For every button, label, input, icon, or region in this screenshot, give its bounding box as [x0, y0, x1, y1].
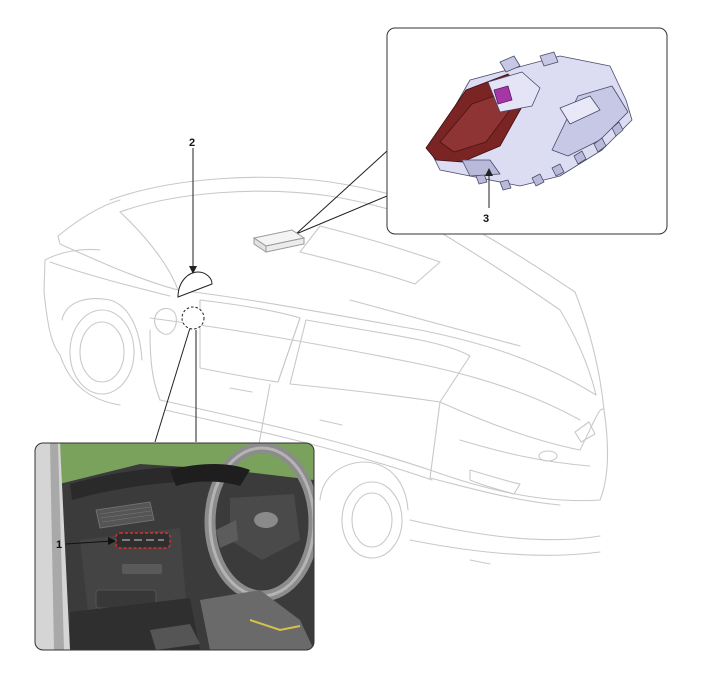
rain-light-sensor-detail — [425, 51, 633, 191]
callout-2-label: 2 — [189, 137, 195, 149]
callout-1-leader — [65, 540, 113, 545]
arrow-head-3 — [485, 168, 493, 176]
dashboard-interior-photo — [35, 443, 314, 650]
windshield-sensor-marker — [177, 271, 213, 298]
leader-lines — [154, 148, 388, 443]
callout-3-label: 3 — [483, 213, 489, 225]
arrow-head-1 — [108, 537, 116, 545]
interior-photo-frame: 1 — [34, 442, 315, 651]
arrow-head-2 — [189, 266, 197, 274]
dashed-circle-locator — [181, 306, 205, 330]
highlighted-sensor-location — [115, 532, 171, 549]
callout-1-label: 1 — [56, 539, 62, 551]
roof-sensor-module — [252, 229, 306, 253]
sensor-detail-frame: 3 — [386, 27, 668, 235]
